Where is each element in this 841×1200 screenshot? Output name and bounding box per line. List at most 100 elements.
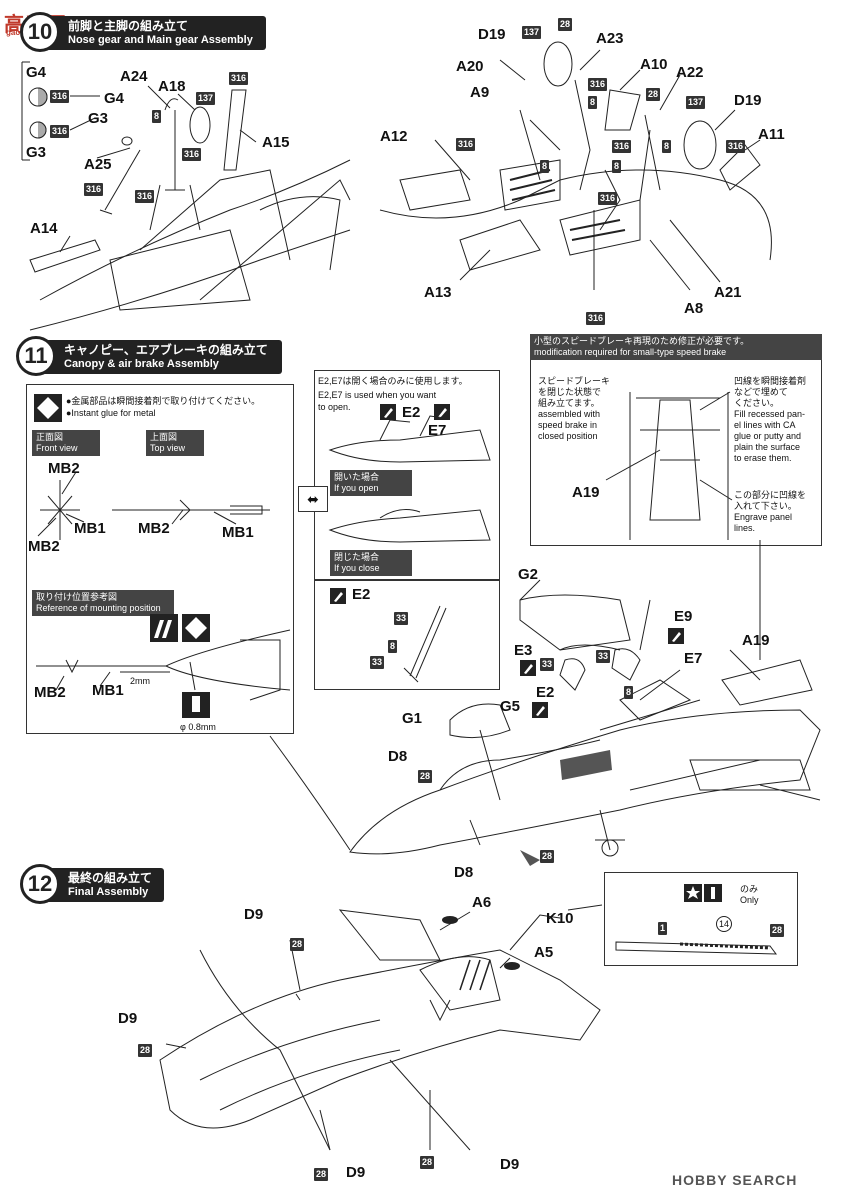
color-tag: 28	[314, 1168, 329, 1181]
part-label: A19	[572, 484, 600, 501]
part-label: G3	[26, 144, 47, 161]
part-label: A13	[424, 284, 452, 301]
part-label: MB1	[92, 682, 124, 699]
step-number: 10	[20, 12, 60, 52]
color-tag: 8	[662, 140, 672, 153]
part-label: D8	[454, 864, 474, 881]
glue-icon	[434, 404, 450, 420]
step-title-jp: 前脚と主脚の組み立て	[68, 18, 189, 33]
color-tag: 28	[540, 850, 555, 863]
step-12-header: 12 最終の組み立て Final Assembly	[20, 864, 164, 904]
color-tag: 8	[540, 160, 550, 173]
color-tag: 28	[420, 1156, 435, 1169]
glue-icon	[520, 660, 536, 676]
part-label: A6	[472, 894, 492, 911]
color-tag: 8	[612, 160, 622, 173]
part-label: E2	[352, 586, 371, 603]
color-tag: 8	[388, 640, 398, 653]
step-title-jp: キャノピー、エアブレーキの組み立て	[64, 342, 268, 357]
color-tag: 8	[588, 96, 598, 109]
color-tag: 316	[84, 183, 104, 196]
star-icon	[684, 884, 702, 902]
part-label: D8	[388, 748, 408, 765]
color-tag: 1	[658, 922, 668, 935]
color-tag: 137	[686, 96, 706, 109]
decal-number: 14	[716, 916, 732, 932]
part-label: A22	[676, 64, 704, 81]
part-label: MB2	[138, 520, 170, 537]
part-label: A19	[742, 632, 770, 649]
open-note-en1: E2,E7 is used when you want	[318, 390, 437, 400]
part-label: MB2	[28, 538, 60, 555]
part-label: G2	[518, 566, 539, 583]
step-title-en: Canopy & air brake Assembly	[64, 357, 219, 370]
part-label: E7	[684, 650, 703, 667]
part-label: A12	[380, 128, 408, 145]
color-tag: 316	[726, 140, 746, 153]
part-label: A11	[758, 126, 785, 143]
color-tag: 316	[612, 140, 632, 153]
glue-icon	[380, 404, 396, 420]
part-label: E2	[402, 404, 421, 421]
color-tag: 8	[624, 686, 634, 699]
color-tag: 316	[598, 192, 618, 205]
part-label: A5	[534, 944, 554, 961]
color-tag: 28	[290, 938, 305, 951]
part-label: D19	[478, 26, 506, 43]
color-tag: 137	[196, 92, 216, 105]
color-tag: 316	[135, 190, 155, 203]
step-title-en: Final Assembly	[68, 885, 149, 898]
color-tag: 33	[540, 658, 555, 671]
part-label: MB1	[222, 524, 254, 541]
part-label: A8	[684, 300, 704, 317]
color-tag: 137	[522, 26, 542, 39]
part-label: MB1	[74, 520, 106, 537]
step-title-en: Nose gear and Main gear Assembly	[68, 33, 253, 46]
part-label: A21	[714, 284, 742, 301]
step-11-header: 11 キャノピー、エアブレーキの組み立て Canopy & air brake …	[16, 336, 282, 376]
part-label: MB2	[48, 460, 80, 477]
part-label: A14	[30, 220, 58, 237]
open-note-jp: E2,E7は開く場合のみに使用します。	[318, 376, 468, 386]
hobby-search-logo: HOBBY SEARCH	[672, 1172, 798, 1188]
part-label: MB2	[34, 684, 66, 701]
part-label: D19	[734, 92, 762, 109]
part-label: A15	[262, 134, 290, 151]
instant-glue-icon	[34, 394, 62, 422]
color-tag: 316	[586, 312, 606, 325]
color-tag: 316	[229, 72, 249, 85]
part-label: A10	[640, 56, 668, 73]
speedbrake-title: 小型のスピードブレーキ再現のため修正が必要です。modification req…	[530, 334, 822, 360]
step-10-header: 10 前脚と主脚の組み立て Nose gear and Main gear As…	[20, 12, 266, 52]
color-tag: 28	[558, 18, 573, 31]
color-tag: 28	[418, 770, 433, 783]
part-label: G3	[88, 110, 109, 127]
part-label: K10	[546, 910, 574, 927]
part-label: A25	[84, 156, 112, 173]
color-tag: 28	[138, 1044, 153, 1057]
metal-glue-note-en: ●Instant glue for metal	[66, 408, 156, 418]
step-number: 11	[16, 336, 56, 376]
step-number: 12	[20, 864, 60, 904]
color-tag: 33	[394, 612, 409, 625]
part-label: A18	[158, 78, 186, 95]
part-label: G4	[26, 64, 47, 81]
part-label: A23	[596, 30, 624, 47]
step-title-jp: 最終の組み立て	[68, 870, 153, 885]
